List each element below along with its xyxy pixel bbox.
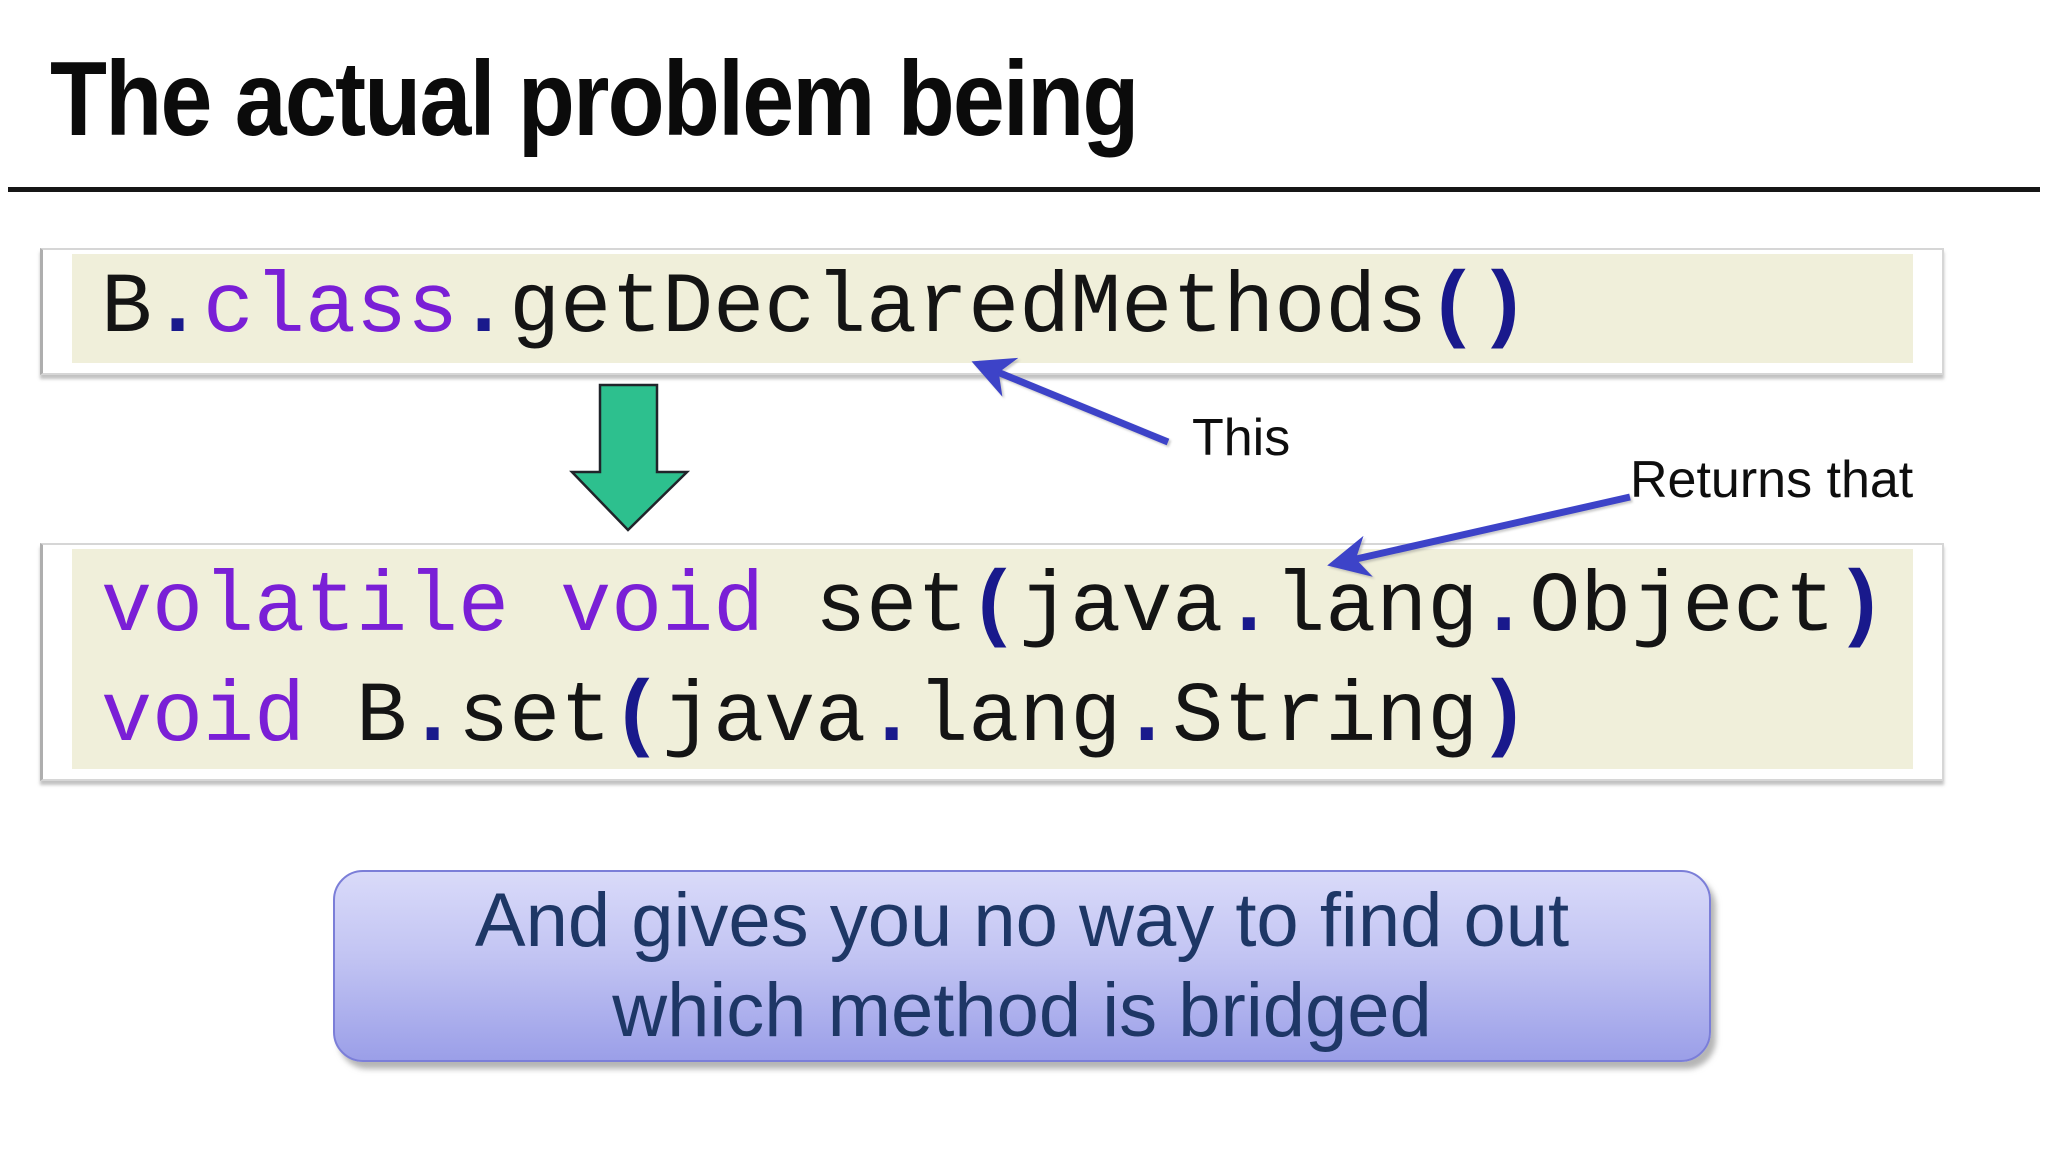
title-underline [8, 187, 2040, 192]
blue-arrow-this-icon [971, 357, 1170, 446]
code-background-1: B.class.getDeclaredMethods() [72, 254, 1913, 363]
callout-box: And gives you no way to find out which m… [333, 870, 1711, 1062]
code-token: set [815, 559, 969, 656]
page-title: The actual problem being [50, 40, 1139, 158]
code-snippet-get-declared-methods: B.class.getDeclaredMethods() [72, 254, 1913, 364]
code-token: . [407, 669, 459, 766]
code-token: java [1019, 559, 1224, 656]
code-token: getDeclaredMethods [509, 260, 1428, 357]
code-token: . [1223, 559, 1275, 656]
code-block-1: B.class.getDeclaredMethods() [40, 248, 1944, 375]
code-line-void-b-set: void B.set(java.lang.String) [72, 663, 1913, 773]
code-line-volatile-set: volatile void set(java.lang.Object) [72, 553, 1913, 663]
code-token: lang [917, 669, 1122, 766]
code-token: lang [1274, 559, 1479, 656]
code-token: ( [968, 559, 1020, 656]
code-token: . [152, 260, 204, 357]
code-token: java [662, 669, 867, 766]
green-down-arrow-icon [569, 383, 691, 532]
code-token: class [203, 260, 459, 357]
code-token: B [101, 260, 153, 357]
code-token: . [1121, 669, 1173, 766]
code-token: ( [611, 669, 663, 766]
code-token: . [866, 669, 918, 766]
label-returns-that: Returns that [1630, 451, 1914, 509]
callout-line-2: which method is bridged [612, 968, 1432, 1053]
code-token: ) [1835, 559, 1887, 656]
code-token: . [1478, 559, 1530, 656]
code-token: () [1427, 260, 1530, 357]
label-this: This [1192, 409, 1291, 467]
code-token: volatile void [101, 559, 816, 656]
code-token: set [458, 669, 612, 766]
code-token: ) [1478, 669, 1530, 766]
code-block-2: volatile void set(java.lang.Object) void… [40, 543, 1944, 781]
code-token: String [1172, 669, 1479, 766]
callout-line-1: And gives you no way to find out [474, 878, 1570, 963]
code-token: void [101, 669, 357, 766]
code-token: . [458, 260, 510, 357]
code-token: Object [1529, 559, 1836, 656]
code-background-2: volatile void set(java.lang.Object) void… [72, 549, 1913, 769]
code-token: B [356, 669, 408, 766]
